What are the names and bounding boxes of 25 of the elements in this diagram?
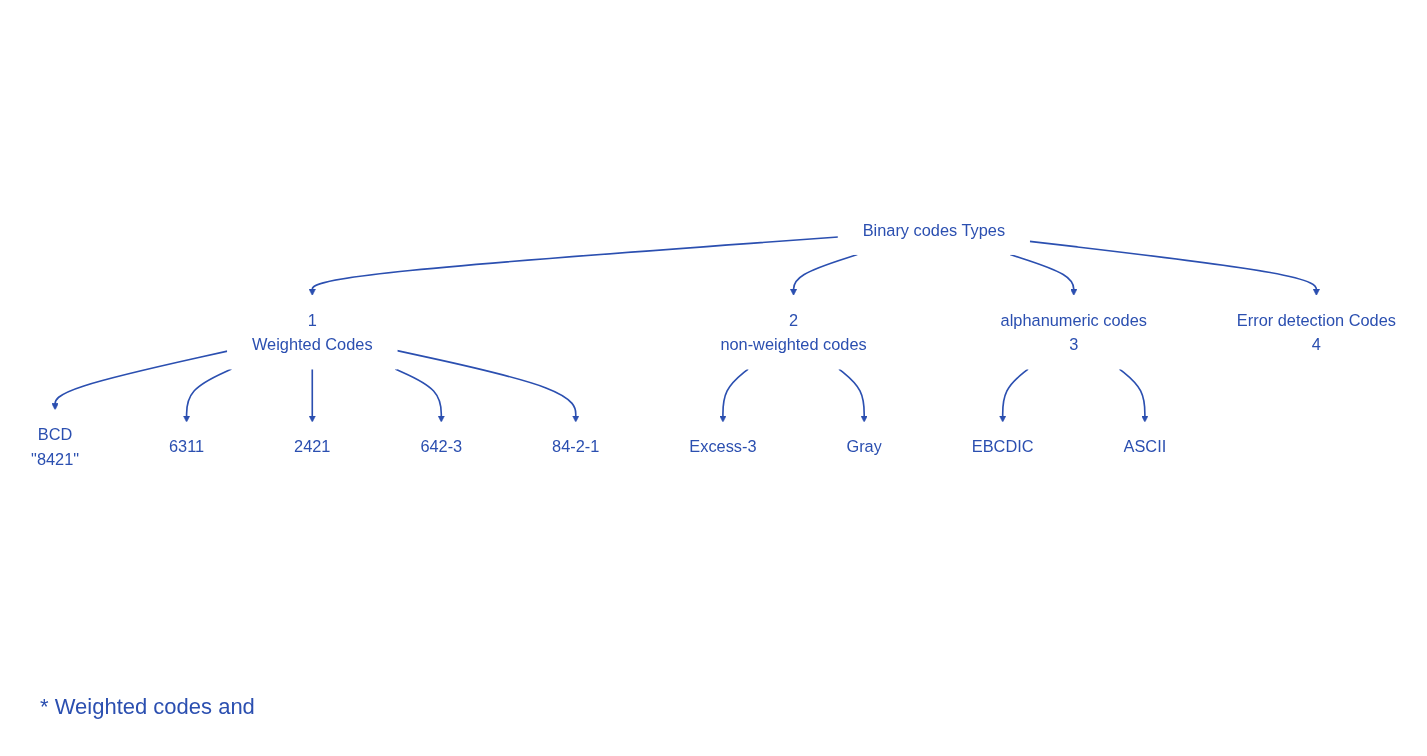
- arrow: [396, 350, 580, 423]
- node-text: 6311: [169, 438, 205, 457]
- node-text: ASCII: [1123, 438, 1167, 457]
- arrow: [1028, 241, 1320, 297]
- arrow: [999, 368, 1029, 423]
- node-text: Error detection Codes 4: [1236, 311, 1396, 354]
- node-text: Excess-3: [689, 438, 757, 457]
- node-text: EBCDIC: [971, 438, 1034, 457]
- node-text: 2421: [294, 438, 331, 457]
- arrow: [394, 368, 445, 423]
- note-text: * Weighted codes and: [40, 694, 256, 720]
- node-text: 84-2-1: [552, 438, 600, 457]
- arrow: [1118, 368, 1149, 423]
- arrow: [838, 368, 868, 423]
- node-text: BCD "8421": [31, 425, 80, 469]
- arrow: [51, 350, 229, 411]
- node-text: Gray: [846, 438, 882, 457]
- arrow: [719, 368, 749, 423]
- node-text: alphanumeric codes 3: [1000, 311, 1147, 354]
- node-text: Binary codes Types: [862, 221, 1006, 240]
- arrow: [308, 368, 316, 423]
- arrow: [308, 236, 839, 297]
- node-text: 2 non-weighted codes: [720, 311, 867, 354]
- node-text: 1 Weighted Codes: [251, 311, 373, 354]
- node-text: 642-3: [420, 438, 463, 457]
